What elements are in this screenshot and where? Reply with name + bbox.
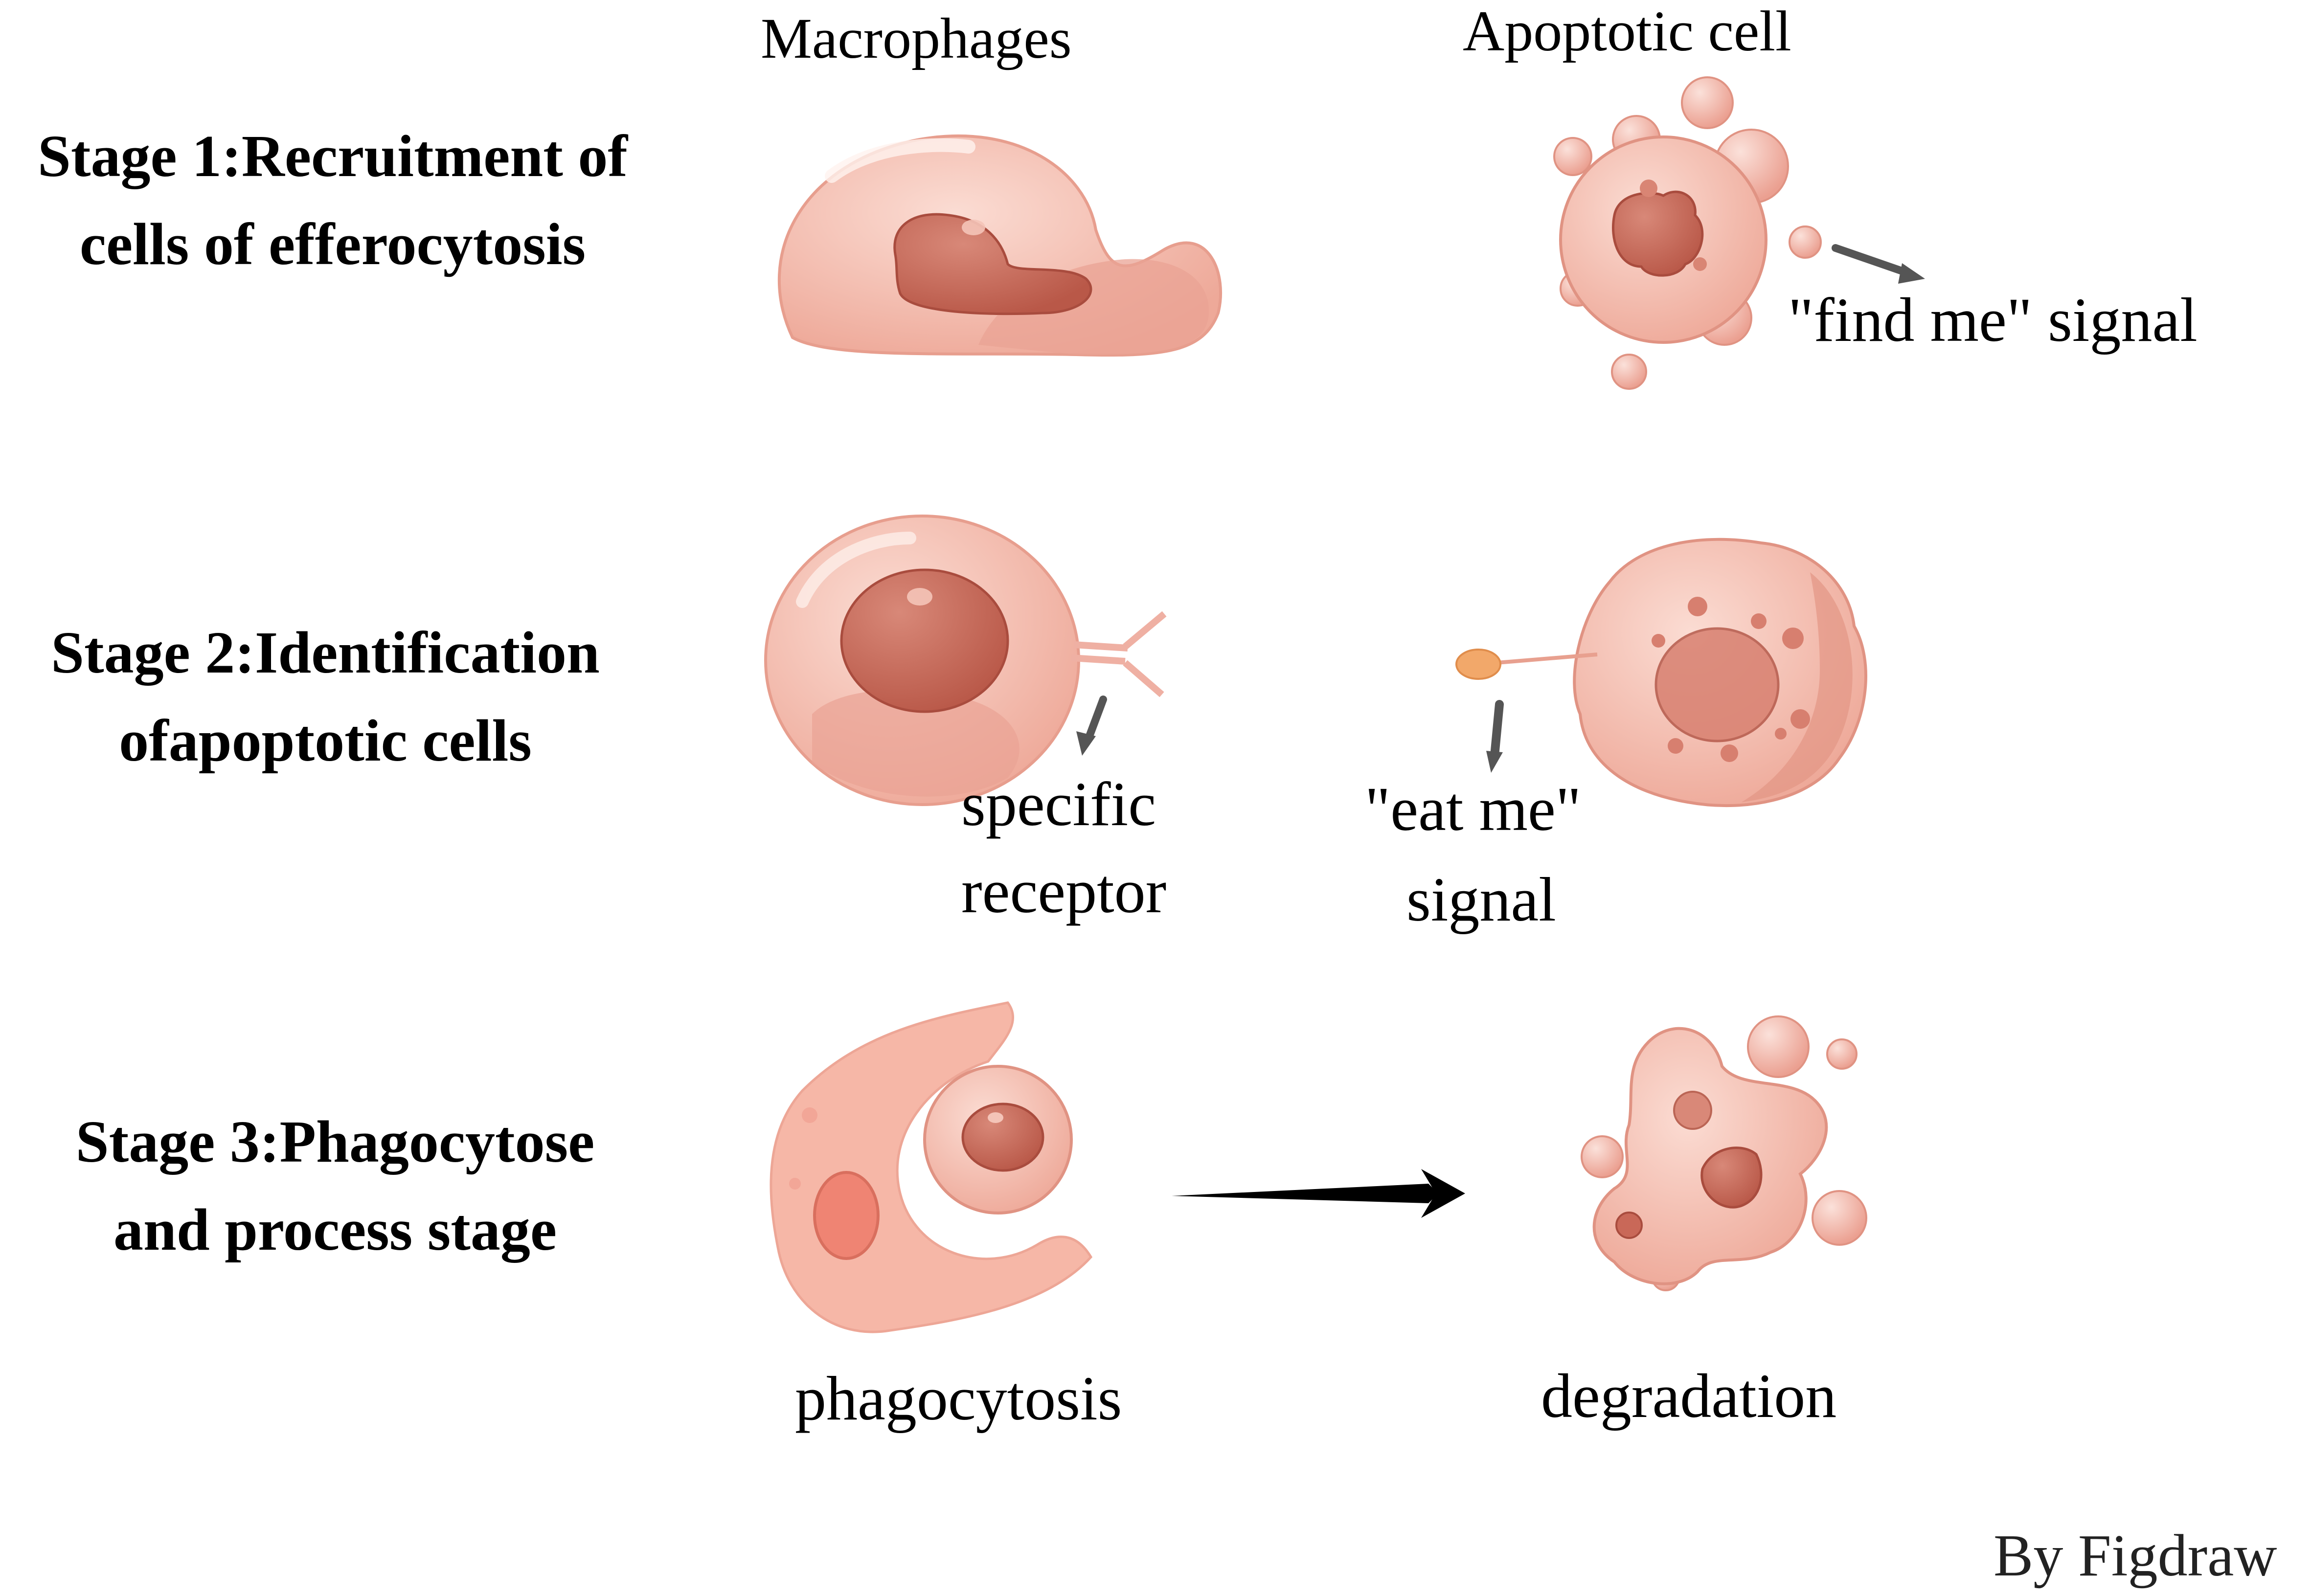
eat-me-signal-label-line1: "eat me" bbox=[1365, 774, 1582, 844]
degradation-label: degradation bbox=[1541, 1361, 1837, 1431]
specific-receptor-label-line2: receptor bbox=[961, 856, 1167, 926]
specific-receptor bbox=[1071, 611, 1167, 697]
eat-me-signal-ligand bbox=[1455, 649, 1598, 680]
column-header-apoptotic-cell: Apoptotic cell bbox=[1463, 0, 1791, 63]
stage-2-title-line1: Stage 2:Identification bbox=[51, 620, 600, 686]
stage-1-title-line1: Stage 1:Recruitment of bbox=[37, 123, 628, 189]
stage-3-title-line2: and process stage bbox=[113, 1197, 557, 1263]
engulfed-apoptotic-cell bbox=[923, 1065, 1073, 1214]
phagocyte-engulfing bbox=[770, 1001, 1093, 1333]
phagocytosis-label: phagocytosis bbox=[795, 1364, 1122, 1433]
column-header-macrophages: Macrophages bbox=[761, 6, 1072, 70]
stage-3-title: Stage 3:Phagocytose and process stage bbox=[0, 1098, 670, 1274]
apoptotic-cell-stage2 bbox=[1573, 538, 1867, 808]
eat-me-arrow bbox=[1486, 700, 1504, 773]
specific-receptor-label-line1: specific bbox=[961, 769, 1156, 839]
stage-2-title-line2: ofapoptotic cells bbox=[119, 708, 532, 774]
macrophage-cell-stage2 bbox=[764, 515, 1080, 806]
stage-2-title: Stage 2:Identification ofapoptotic cells bbox=[0, 609, 651, 785]
process-arrow bbox=[1172, 1169, 1465, 1218]
stage-3-title-line1: Stage 3:Phagocytose bbox=[75, 1109, 595, 1175]
find-me-signal-label: "find me" signal bbox=[1788, 285, 2198, 355]
apoptotic-cell-stage1 bbox=[1553, 76, 1822, 390]
stage-1-title: Stage 1:Recruitment of cells of efferocy… bbox=[0, 112, 665, 289]
degraded-cell bbox=[1581, 1015, 1867, 1291]
find-me-arrow bbox=[1832, 244, 1925, 284]
specific-receptor-arrow bbox=[1076, 696, 1107, 756]
figdraw-credit: By Figdraw bbox=[1994, 1523, 2277, 1589]
stage-1-title-line2: cells of efferocytosis bbox=[79, 211, 586, 277]
eat-me-signal-label-line2: signal bbox=[1406, 865, 1556, 934]
macrophage-cell-stage1 bbox=[777, 134, 1223, 357]
